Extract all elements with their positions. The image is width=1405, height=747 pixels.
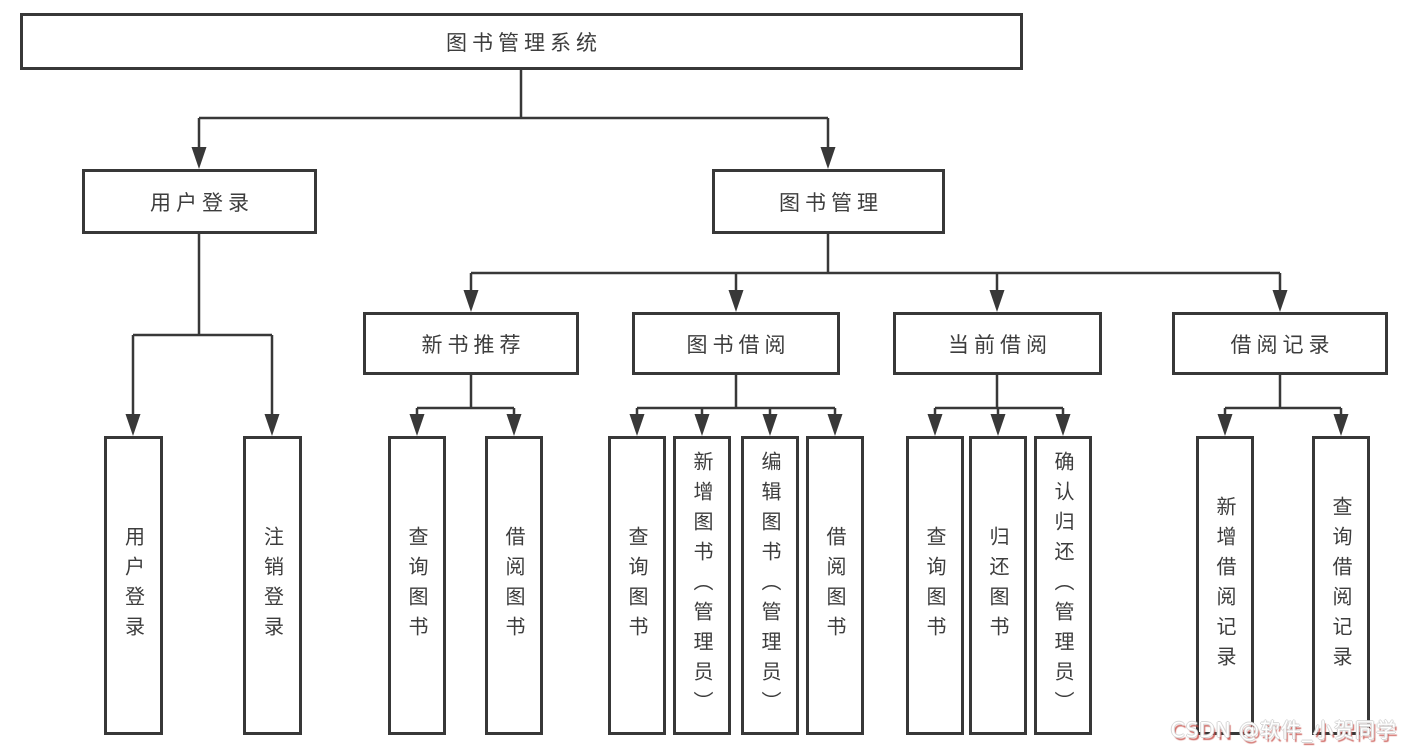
node-book-management: 图书管理 — [712, 169, 945, 234]
node-add-borrow-record: 新增借阅记录 — [1196, 436, 1254, 735]
node-add-books-admin: 新增图书（管理员） — [673, 436, 731, 735]
node-query-books-borrowing-label: 查询图书 — [625, 525, 649, 646]
node-user-login-leaf-label: 用户登录 — [121, 525, 146, 646]
node-query-books-recommend: 查询图书 — [388, 436, 446, 735]
node-add-borrow-record-label: 新增借阅记录 — [1213, 495, 1237, 676]
node-borrow-books-recommend: 借阅图书 — [485, 436, 543, 735]
node-edit-books-admin-label: 编辑图书（管理员） — [758, 450, 782, 721]
node-borrowing-records: 借阅记录 — [1172, 312, 1388, 375]
node-book-borrowing: 图书借阅 — [632, 312, 840, 375]
node-system-root: 图书管理系统 — [20, 13, 1023, 70]
node-new-book-recommend-label: 新书推荐 — [421, 332, 526, 357]
node-query-books-current: 查询图书 — [906, 436, 964, 735]
node-user-login: 用户登录 — [82, 169, 317, 234]
node-user-login-label: 用户登录 — [150, 190, 254, 215]
node-query-books-current-label: 查询图书 — [923, 525, 947, 646]
node-confirm-return-admin: 确认归还（管理员） — [1034, 436, 1092, 735]
node-query-borrow-record-label: 查询借阅记录 — [1329, 495, 1353, 676]
node-borrowing-records-label: 借阅记录 — [1230, 332, 1335, 357]
node-add-books-admin-label: 新增图书（管理员） — [690, 450, 714, 721]
node-confirm-return-admin-label: 确认归还（管理员） — [1051, 450, 1075, 721]
node-book-management-label: 图书管理 — [779, 190, 883, 215]
node-borrow-books-borrowing-label: 借阅图书 — [823, 525, 847, 646]
node-query-borrow-record: 查询借阅记录 — [1312, 436, 1370, 735]
node-current-borrowing: 当前借阅 — [893, 312, 1102, 375]
node-book-borrowing-label: 图书借阅 — [686, 332, 791, 357]
node-user-login-leaf: 用户登录 — [104, 436, 163, 735]
node-borrow-books-borrowing: 借阅图书 — [806, 436, 864, 735]
node-logout: 注销登录 — [243, 436, 302, 735]
node-current-borrowing-label: 当前借阅 — [948, 332, 1052, 357]
node-query-books-borrowing: 查询图书 — [608, 436, 666, 735]
csdn-watermark: CSDN @软件_小贺同学 — [1170, 718, 1397, 742]
node-logout-label: 注销登录 — [260, 525, 285, 646]
node-system-root-label: 图书管理系统 — [446, 30, 602, 55]
node-edit-books-admin: 编辑图书（管理员） — [741, 436, 799, 735]
node-return-books-label: 归还图书 — [986, 525, 1010, 646]
node-query-books-recommend-label: 查询图书 — [405, 525, 429, 646]
node-borrow-books-recommend-label: 借阅图书 — [502, 525, 526, 646]
node-return-books: 归还图书 — [969, 436, 1027, 735]
node-new-book-recommend: 新书推荐 — [363, 312, 579, 375]
